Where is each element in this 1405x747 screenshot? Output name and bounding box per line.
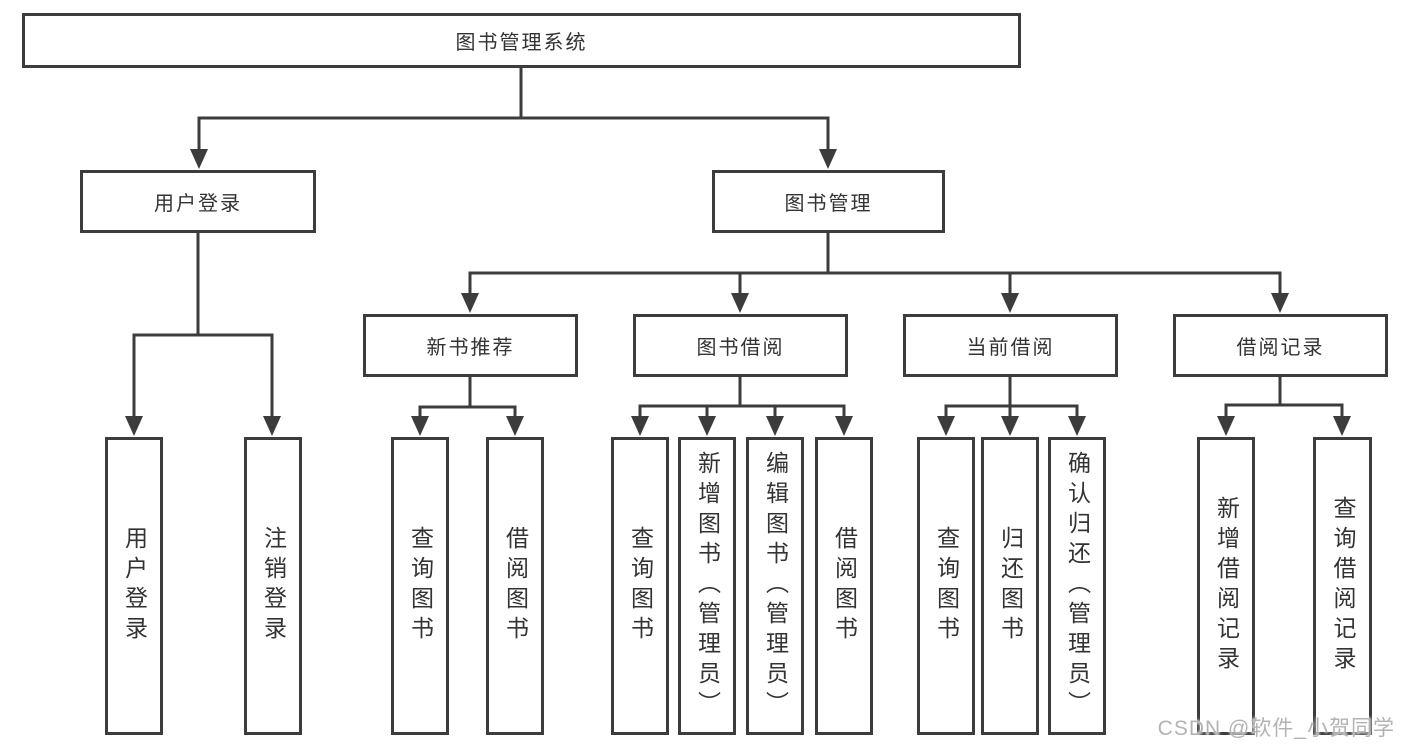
arrowhead [1217, 416, 1235, 436]
leaf-bb-edit-books-admin-label: 编辑图书（管理员） [762, 451, 789, 721]
leaf-cb-return-books: 归还图书 [981, 437, 1039, 735]
leaf-nbr-borrow-books: 借阅图书 [486, 437, 544, 735]
connector-borrow-records [1224, 375, 1344, 407]
arrowhead [731, 293, 749, 313]
arrowhead [766, 416, 784, 436]
node-book-management-branch: 图书管理 [712, 170, 945, 233]
node-book-management-label: 图书管理 [784, 193, 873, 215]
leaf-br-add-record: 新增借阅记录 [1197, 437, 1255, 735]
leaf-bb-query-books-label: 查询图书 [627, 526, 654, 646]
arrowhead [190, 149, 208, 169]
csdn-watermark: CSDN @软件_小贺同学 [1157, 717, 1395, 740]
arrowhead [1333, 416, 1351, 436]
arrowhead [937, 416, 955, 436]
leaf-logout-label: 注销登录 [260, 526, 287, 646]
leaf-nbr-query-books-label: 查询图书 [407, 526, 434, 646]
node-new-book-recommend: 新书推荐 [363, 314, 578, 377]
leaf-bb-query-books: 查询图书 [611, 437, 669, 735]
leaf-cb-confirm-return-admin: 确认归还（管理员） [1048, 437, 1106, 735]
arrowhead [506, 416, 524, 436]
node-user-login-branch: 用户登录 [80, 170, 316, 233]
leaf-cb-query-books-label: 查询图书 [933, 526, 960, 646]
connector-book-borrow [638, 375, 846, 408]
connector-new-book-recommend [418, 375, 517, 409]
connector-current-borrow [944, 375, 1079, 408]
node-current-borrow-label: 当前借阅 [966, 337, 1055, 359]
leaf-nbr-borrow-books-label: 借阅图书 [502, 526, 529, 646]
leaf-cb-confirm-return-admin-label: 确认归还（管理员） [1064, 451, 1091, 721]
node-book-borrow: 图书借阅 [633, 314, 848, 377]
leaf-logout: 注销登录 [244, 437, 302, 735]
node-borrow-records: 借阅记录 [1173, 314, 1388, 377]
arrowhead [461, 293, 479, 313]
node-root-label: 图书管理系统 [455, 32, 588, 54]
node-new-book-recommend-label: 新书推荐 [426, 337, 515, 359]
arrowhead [125, 416, 143, 436]
leaf-br-query-record: 查询借阅记录 [1313, 437, 1372, 735]
arrowhead [1271, 293, 1289, 313]
arrowhead [698, 416, 716, 436]
leaf-bb-add-books-admin-label: 新增图书（管理员） [694, 451, 721, 721]
connector-user-login [132, 231, 274, 337]
leaf-user-login: 用户登录 [105, 437, 163, 735]
leaf-cb-return-books-label: 归还图书 [997, 526, 1024, 646]
leaf-user-login-label: 用户登录 [121, 526, 148, 646]
connector-root [197, 66, 830, 120]
leaf-bb-borrow-books: 借阅图书 [815, 437, 873, 735]
leaf-bb-borrow-books-label: 借阅图书 [831, 526, 858, 646]
node-borrow-records-label: 借阅记录 [1236, 337, 1325, 359]
arrowhead [1068, 416, 1086, 436]
arrowhead [1001, 416, 1019, 436]
node-root: 图书管理系统 [22, 13, 1021, 68]
leaf-bb-edit-books-admin: 编辑图书（管理员） [746, 437, 804, 735]
arrowhead [263, 416, 281, 436]
leaf-br-query-record-label: 查询借阅记录 [1330, 496, 1356, 676]
arrowhead [1001, 293, 1019, 313]
arrowhead [631, 416, 649, 436]
leaf-nbr-query-books: 查询图书 [391, 437, 449, 735]
arrowhead [819, 149, 837, 169]
node-book-borrow-label: 图书借阅 [696, 337, 785, 359]
leaf-br-add-record-label: 新增借阅记录 [1213, 496, 1240, 676]
node-current-borrow: 当前借阅 [903, 314, 1118, 377]
leaf-bb-add-books-admin: 新增图书（管理员） [678, 437, 736, 735]
node-user-login-label: 用户登录 [154, 193, 242, 215]
connector-book-management [468, 231, 1282, 275]
arrowhead [411, 416, 429, 436]
leaf-cb-query-books: 查询图书 [917, 437, 975, 735]
arrowhead [835, 416, 853, 436]
